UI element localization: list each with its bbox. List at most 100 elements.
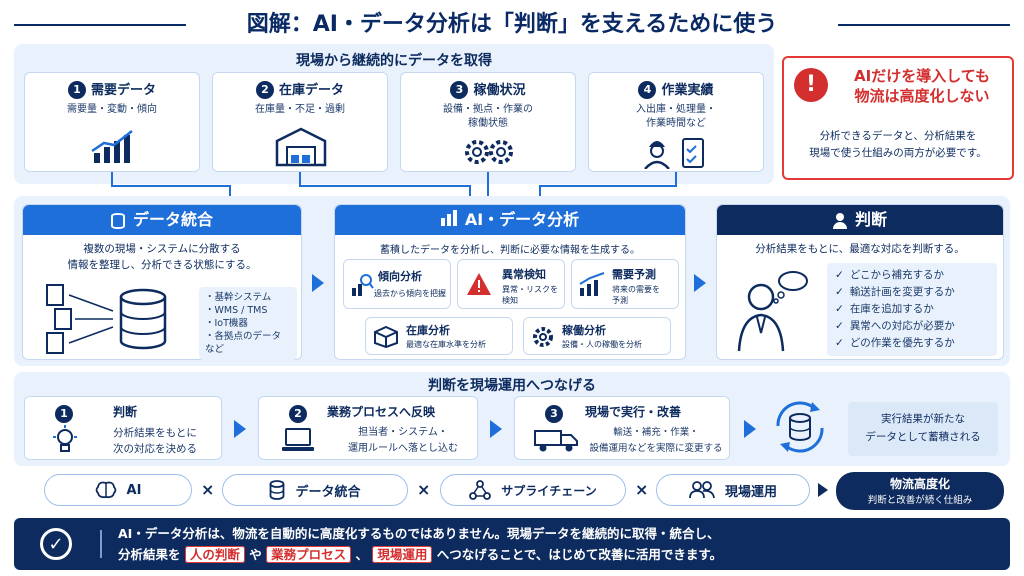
result-sub: 判断と改善が続く仕組み — [867, 495, 973, 506]
arrow-right-icon — [312, 274, 324, 292]
warning-box: ! AIだけを導入しても 物流は高度化しない 分析できるデータと、分析結果を 現… — [782, 56, 1014, 180]
integrate-desc: 複数の現場・システムに分散する 情報を整理し、分析できる状態にする。 — [67, 243, 257, 271]
page-title: 図解：AI・データ分析は「判断」を支えるために使う — [246, 12, 778, 37]
ops-step-process: 2 業務プロセスへ反映 担当者・システム・ 運用ルールへ落とし込む — [258, 396, 478, 460]
source-card-demand: 1 需要データ 需要量・変動・傾向 — [24, 72, 200, 172]
card-title: 作業実績 — [661, 83, 714, 98]
title-rule-left — [14, 24, 186, 26]
judge-header: 判断 — [717, 205, 1003, 235]
judge-desc: 分析結果をもとに、最適な対応を判断する。 — [755, 243, 965, 255]
analysis-item-inventory: 在庫分析 最適な在庫水準を分析 — [365, 317, 513, 355]
step-number: 1 — [55, 404, 73, 423]
truck-icon — [534, 430, 578, 452]
formula-label: AI — [126, 482, 142, 498]
ops-step-execute: 3 現場で実行・改善 輸送・補充・作業・ 設備運用などを実際に変更する — [514, 396, 730, 460]
item-sub: 設備・人の稼働を分析 — [562, 340, 642, 349]
card-title: 需要データ — [91, 83, 157, 98]
check-item: ✓ 異常への対応が必要か — [835, 318, 989, 335]
gears-icon — [465, 140, 513, 164]
source-list: ・基幹システム ・WMS / TMS ・IoT機器 ・各拠点のデータ など — [199, 287, 297, 360]
warning-triangle-icon — [467, 273, 491, 295]
item-title: 稼働分析 — [562, 324, 606, 337]
ops-heading: 判断を現場運用へつなげる — [428, 378, 596, 394]
analysis-header: AI・データ分析 — [335, 205, 685, 235]
item-sub: 過去から傾向を把握 — [374, 289, 446, 298]
check-icon: ✓ — [835, 286, 844, 298]
formula-times: × — [417, 480, 431, 499]
title-rule-right — [838, 24, 1010, 26]
chart-up-icon — [91, 130, 133, 163]
card-subtitle: 在庫量・不足・過剰 — [255, 103, 345, 115]
footer-text: へつなげることで、はじめて改善に活用できます。 — [436, 547, 723, 562]
step-number: 3 — [450, 80, 469, 99]
ops-result: 実行結果が新たな データとして蓄積される — [848, 402, 998, 456]
cycle-database-icon — [776, 401, 824, 453]
item-title: 異常検知 — [502, 268, 546, 281]
check-item: ✓どこから補充するか — [835, 267, 989, 284]
magnifier-chart-icon — [352, 274, 374, 296]
judge-title: 判断 — [854, 210, 887, 229]
analysis-item-utilization: 稼働分析 設備・人の稼働を分析 — [523, 317, 671, 355]
formula-integration: データ統合 — [222, 474, 408, 506]
step-number: 3 — [545, 404, 563, 423]
step-number: 2 — [289, 404, 307, 423]
source-item: ・WMS / TMS — [205, 305, 268, 316]
footer-line-2: 分析結果を 人の判断 や 業務プロセス 、 現場運用 へつなげることで、はじめて… — [118, 544, 722, 563]
formula-times: × — [635, 480, 649, 499]
person-icon — [832, 212, 847, 229]
bar-chart-icon — [440, 206, 457, 236]
card-subtitle: 設備・拠点・作業の 稼働状態 — [443, 103, 533, 129]
formula-field-ops: 現場運用 — [656, 474, 810, 506]
source-item: ・各拠点のデータ など — [205, 331, 282, 355]
highlight-tag: 人の判断 — [184, 546, 245, 563]
analysis-title: AI・データ分析 — [464, 210, 580, 229]
arrow-right-icon — [234, 420, 246, 438]
footer-line-1: AI・データ分析は、物流を自動的に高度化するものではありません。現場データを継続… — [118, 526, 720, 541]
card-subtitle: 入出庫・処理量・ 作業時間など — [636, 103, 716, 129]
step-number: 1 — [67, 80, 86, 99]
footer-banner — [14, 518, 1010, 570]
database-icon — [270, 480, 285, 500]
box-icon — [374, 326, 398, 348]
database-icon — [110, 212, 125, 229]
warning-icon: ! — [794, 68, 828, 102]
analysis-item-trend: 傾向分析 過去から傾向を把握 — [343, 259, 451, 309]
thinking-person-icon — [737, 271, 808, 352]
arrow-right-icon — [694, 274, 706, 292]
formula-times: × — [201, 480, 215, 499]
collect-heading: 現場から継続的にデータを取得 — [296, 53, 492, 69]
formula-label: 現場運用 — [724, 484, 777, 500]
lightbulb-icon — [53, 425, 77, 452]
analysis-desc: 蓄積したデータを分析し、判断に必要な情報を生成する。 — [380, 245, 640, 256]
analysis-item-forecast: 需要予測 将来の需要を 予測 — [571, 259, 679, 309]
card-title: 稼働状況 — [473, 83, 526, 98]
item-sub: 最適な在庫水準を分析 — [406, 340, 486, 349]
formula-result: 物流高度化 判断と改善が続く仕組み — [836, 472, 1004, 510]
judge-panel: 判断 分析結果をもとに、最適な対応を判断する。 ✓どこから補充するか ✓輸送計画… — [716, 204, 1004, 360]
arrow-right-icon — [490, 420, 502, 438]
check-item: ✓ 輸送計画を変更するか — [835, 284, 989, 301]
card-title: 在庫データ — [279, 83, 345, 98]
footer-text: 分析結果を — [118, 547, 181, 562]
footer-divider — [100, 530, 102, 558]
source-card-inventory: 2 在庫データ 在庫量・不足・過剰 — [212, 72, 388, 172]
step-title: 業務プロセスへ反映 — [327, 405, 436, 419]
gear-icon — [533, 327, 553, 347]
check-label: 異常への対応が必要か — [849, 320, 955, 332]
arrow-right-icon — [818, 483, 828, 497]
item-sub: 異常・リスクを 検知 — [502, 285, 558, 305]
check-label: 輸送計画を変更するか — [849, 286, 955, 298]
step-number: 2 — [255, 80, 274, 99]
footer-text: 、 — [355, 547, 369, 562]
highlight-tag: 業務プロセス — [266, 546, 352, 563]
documents-icon — [46, 284, 167, 354]
check-icon: ✓ — [835, 320, 844, 332]
formula-supply-chain: サプライチェーン — [440, 474, 626, 506]
step-title: 判断 — [113, 405, 138, 419]
step-title: 現場で実行・改善 — [585, 405, 682, 419]
check-label: 在庫を追加するか — [849, 303, 934, 315]
analysis-item-anomaly: 異常検知 異常・リスクを 検知 — [457, 259, 565, 309]
check-label: どこから補充するか — [849, 269, 944, 281]
formula-ai: AI — [44, 474, 192, 506]
worker-icon — [644, 138, 704, 169]
